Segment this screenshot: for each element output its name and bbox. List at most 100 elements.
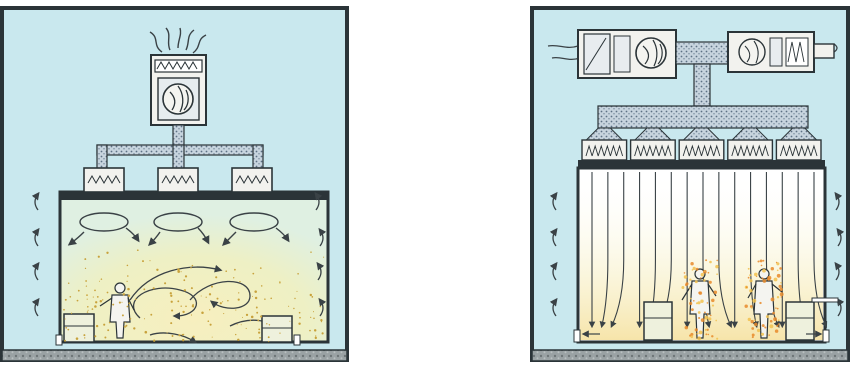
particle [185,275,187,277]
particle [701,318,705,322]
particle [258,332,260,334]
particle [708,317,711,320]
particle [103,324,105,326]
particle [762,277,764,279]
particle [191,314,192,315]
particle [690,333,693,336]
particle [107,329,109,331]
particle [757,329,760,332]
particle [76,337,79,340]
particle [268,341,269,342]
particle [122,314,124,316]
particle [757,260,759,262]
particle [86,294,88,296]
particle [256,312,258,314]
particle [697,333,699,335]
particle [311,296,313,298]
particle [252,296,253,297]
particle [242,317,243,318]
particle [266,323,267,324]
particle [770,320,773,323]
particle [322,332,324,334]
particle [708,272,710,274]
particle [234,269,236,271]
particle [102,299,103,300]
particle [748,318,751,321]
equipment-left [64,314,94,342]
particle [68,282,69,283]
particle [259,337,261,339]
particle [752,299,756,303]
particle [181,271,182,272]
particle [225,270,227,272]
particle [321,321,322,322]
particle [780,292,784,296]
particle [693,300,695,302]
particle [217,298,219,300]
particle [251,316,254,319]
particle [94,290,96,292]
particle [63,309,65,311]
particle [716,260,718,262]
particle [256,307,258,309]
particle [707,329,709,331]
particle [748,277,750,279]
particle [748,268,750,270]
particle [171,309,173,311]
particle [778,319,780,321]
particle [64,340,66,342]
particle [83,334,85,336]
particle [128,294,130,296]
particle [773,317,777,321]
particle [126,306,128,308]
particle [774,278,778,282]
particle [97,296,99,298]
particle [142,260,144,262]
particle [130,318,132,320]
particle [153,340,155,342]
particle [269,324,270,325]
particle [261,285,263,287]
particle [127,275,129,277]
particle [124,326,125,327]
particle [233,277,234,278]
particle [227,300,228,301]
equipment-left [644,302,672,340]
particle [209,293,211,295]
particle [705,329,707,331]
particle [235,334,236,335]
turbulent-flow-panel [2,8,347,361]
particle [150,314,152,316]
particle [320,306,321,307]
particle [696,302,698,304]
particle [215,276,217,278]
particle [109,322,110,323]
particle [239,281,240,282]
particle [780,282,782,284]
particle [94,335,96,337]
particle [183,279,185,281]
particle [119,302,121,304]
particle [691,308,694,311]
particle [685,326,689,330]
particle [313,318,315,320]
diffuser-1 [84,168,124,192]
exhaust-grille-icon [823,330,829,342]
particle [777,308,779,310]
particle [190,267,192,269]
particle [65,327,67,329]
particle [255,297,257,299]
particle [94,305,97,308]
particle [705,259,707,261]
ceiling-slab [60,192,328,200]
particle [762,324,765,327]
equipment-right [262,316,292,342]
particle [695,328,698,331]
particle [775,329,779,333]
particle [690,298,692,300]
particle [692,269,694,271]
particle [323,257,324,258]
particle [246,314,248,316]
particle [220,302,222,304]
particle [121,302,122,303]
